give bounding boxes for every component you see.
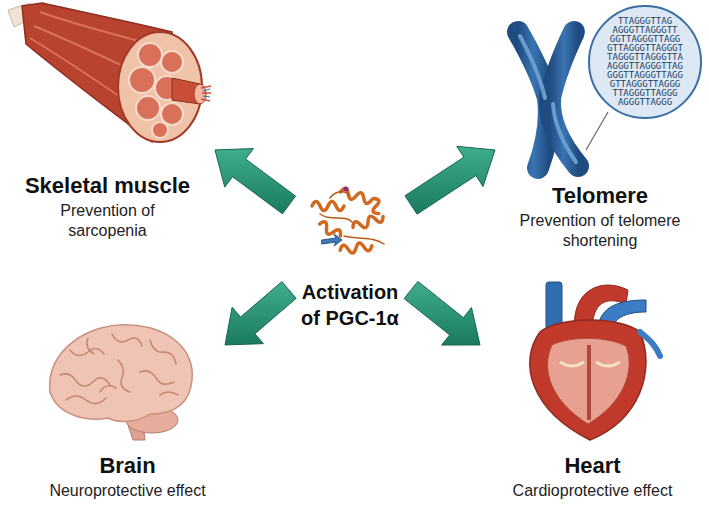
heart-illustration	[548, 338, 630, 424]
dna-sequence: AGGGTTAGGGTTAG	[607, 62, 683, 71]
muscle-node: Skeletal musclePrevention of sarcopenia	[0, 0, 215, 245]
brain-illustration	[160, 392, 178, 395]
chromosome-illustration	[553, 104, 576, 162]
chromosome-illustration	[550, 32, 578, 166]
node-caption: Prevention of sarcopenia	[38, 201, 178, 241]
protein-illustration	[312, 202, 344, 211]
brain-illustration	[112, 334, 142, 346]
center-node: Activation of PGC-1α	[289, 185, 411, 335]
protein-illustration	[322, 234, 342, 246]
protein-illustration	[312, 187, 385, 255]
node-caption: Prevention of telomere shortening	[508, 211, 693, 251]
dna-sequence: AGGGTTAGGGTT	[612, 26, 677, 35]
protein-illustration	[340, 241, 373, 254]
node-heading: Skeletal muscle	[25, 173, 190, 199]
block-arrow	[215, 149, 296, 214]
brain-node: BrainNeuroprotective effect	[30, 320, 225, 505]
brain-illustration	[60, 334, 178, 404]
heart-illustration	[640, 332, 660, 356]
node-caption: Neuroprotective effect	[49, 481, 205, 501]
brain-illustration	[50, 325, 193, 440]
protein-illustration	[369, 197, 383, 215]
protein-illustration	[351, 212, 384, 231]
protein-illustration	[317, 220, 342, 240]
block-arrow	[225, 282, 296, 345]
heart-illustration	[587, 345, 591, 420]
dna-sequence: GTTAGGGTTAGGGT	[607, 44, 683, 53]
muscle-illustration	[161, 103, 183, 125]
center-title: Activation of PGC-1α	[293, 279, 407, 331]
chromosome-illustration	[520, 36, 545, 98]
node-caption: Cardioprotective effect	[513, 481, 673, 501]
node-heading: Brain	[99, 453, 155, 479]
dna-sequence: GGGTTAGGGTTAGG	[607, 71, 683, 80]
brain-illustration	[50, 325, 193, 422]
muscle-illustration	[138, 43, 162, 67]
dna-sequence: TTAGGGTTAGGG	[612, 89, 677, 98]
muscle-illustration	[136, 96, 160, 120]
node-heading: Telomere	[552, 183, 648, 209]
chromosome-illustration	[518, 6, 701, 168]
brain-illustration	[60, 374, 110, 386]
dna-sequence: TTAGGGTTAG	[618, 17, 672, 26]
brain-illustration	[100, 386, 116, 392]
heart-illustration	[530, 282, 660, 440]
chromosome-illustration	[586, 112, 608, 150]
brain-illustration	[140, 371, 174, 384]
block-arrow	[404, 281, 480, 345]
heart-node: HeartCardioprotective effect	[480, 270, 705, 505]
dna-sequence: AGGGTTAGGG	[618, 98, 672, 107]
muscle-illustration	[203, 89, 210, 97]
heart-illustration	[530, 320, 646, 440]
muscle-illustration	[129, 67, 155, 93]
muscle-illustration	[152, 122, 168, 138]
brain-illustration	[66, 396, 106, 404]
heart-illustration	[560, 362, 620, 366]
brain-illustration	[70, 348, 104, 355]
dna-sequence: GTTAGGGTTAGGG	[610, 80, 680, 89]
block-arrow	[405, 146, 495, 214]
muscle-illustration	[161, 51, 183, 73]
brain-illustration	[87, 338, 94, 354]
node-heading: Heart	[564, 453, 620, 479]
dna-sequence: TAGGGTTAGGGTTA	[607, 53, 683, 62]
protein-illustration	[344, 187, 349, 192]
muscle-illustration	[118, 32, 202, 142]
brain-illustration	[150, 340, 176, 364]
dna-sequence: GGTTAGGGTTAGG	[610, 35, 680, 44]
brain-illustration	[118, 360, 130, 392]
chromosome-illustration	[589, 6, 701, 118]
protein-illustration	[320, 192, 384, 244]
muscle-illustration	[201, 86, 211, 101]
muscle-illustration	[8, 3, 211, 142]
